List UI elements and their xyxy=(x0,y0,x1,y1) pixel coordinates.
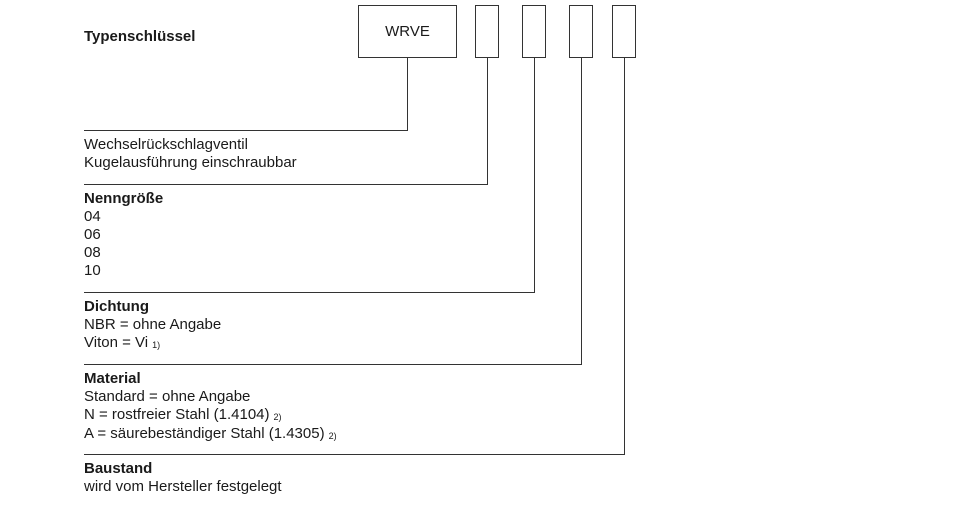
section-line: wird vom Hersteller festgelegt xyxy=(84,478,282,495)
section-heading: Baustand xyxy=(84,460,153,477)
section-material: Material Standard = ohne Angabe N = rost… xyxy=(84,370,337,444)
section-line: 08 xyxy=(84,244,101,261)
section-line: Standard = ohne Angabe xyxy=(84,388,251,405)
section-type-description: Wechselrückschlagventil Kugelausführung … xyxy=(84,136,297,172)
section-line: N = rostfreier Stahl (1.4104)2) xyxy=(84,406,282,423)
code-slot-revision xyxy=(612,5,636,58)
type-code-label: WRVE xyxy=(385,23,430,40)
leader-line-type xyxy=(84,58,408,131)
leader-line-seal xyxy=(84,58,535,293)
footnote-mark: 2) xyxy=(273,412,282,422)
footnote-mark: 1) xyxy=(152,340,161,350)
section-line: A = säurebeständiger Stahl (1.4305)2) xyxy=(84,425,337,442)
code-slot-material xyxy=(569,5,593,58)
section-line: Kugelausführung einschraubbar xyxy=(84,154,297,171)
code-slot-seal xyxy=(522,5,546,58)
leader-line-nominal-size xyxy=(84,58,488,185)
leader-line-material xyxy=(84,58,582,365)
section-heading: Nenngröße xyxy=(84,190,164,207)
footnote-mark: 2) xyxy=(328,431,337,441)
section-line: NBR = ohne Angabe xyxy=(84,316,222,333)
section-nominal-size: Nenngröße 04 06 08 10 xyxy=(84,190,163,280)
leader-line-revision xyxy=(84,58,625,455)
page-title: Typenschlüssel xyxy=(84,28,196,45)
type-code-box: WRVE xyxy=(358,5,457,58)
code-slot-nominal-size xyxy=(475,5,499,58)
section-line: 04 xyxy=(84,208,101,225)
section-heading: Dichtung xyxy=(84,298,149,315)
section-line: 06 xyxy=(84,226,101,243)
section-revision: Baustand wird vom Hersteller festgelegt xyxy=(84,460,282,496)
section-line: 10 xyxy=(84,262,101,279)
section-line: Wechselrückschlagventil xyxy=(84,136,248,153)
section-heading: Material xyxy=(84,370,141,387)
